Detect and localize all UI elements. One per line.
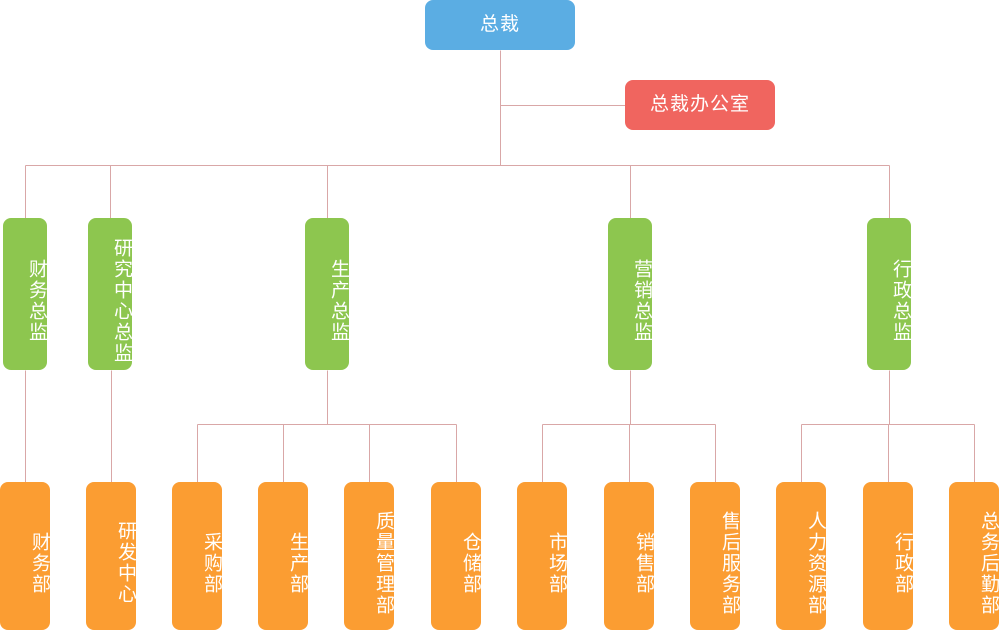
org-node-director-2[interactable]: 生产总监	[305, 218, 349, 370]
org-node-department-7[interactable]: 销售部	[604, 482, 654, 630]
org-node-department-9[interactable]: 人力资源部	[776, 482, 826, 630]
org-node-director-3[interactable]: 营销总监	[608, 218, 652, 370]
org-node-director-1[interactable]: 研究中心总监	[88, 218, 132, 370]
org-node-director-0[interactable]: 财务总监	[3, 218, 47, 370]
org-node-department-6[interactable]: 市场部	[517, 482, 567, 630]
org-node-department-8[interactable]: 售后服务部	[690, 482, 740, 630]
org-node-department-11[interactable]: 总务后勤部	[949, 482, 999, 630]
org-node-department-0[interactable]: 财务部	[0, 482, 50, 630]
org-node-director-4[interactable]: 行政总监	[867, 218, 911, 370]
org-node-president-office[interactable]: 总裁办公室	[625, 80, 775, 130]
org-node-department-1[interactable]: 研发中心	[86, 482, 136, 630]
org-node-department-4[interactable]: 质量管理部	[344, 482, 394, 630]
org-node-department-2[interactable]: 采购部	[172, 482, 222, 630]
org-node-department-10[interactable]: 行政部	[863, 482, 913, 630]
org-node-department-3[interactable]: 生产部	[258, 482, 308, 630]
org-node-department-5[interactable]: 仓储部	[431, 482, 481, 630]
org-node-root-president[interactable]: 总裁	[425, 0, 575, 50]
